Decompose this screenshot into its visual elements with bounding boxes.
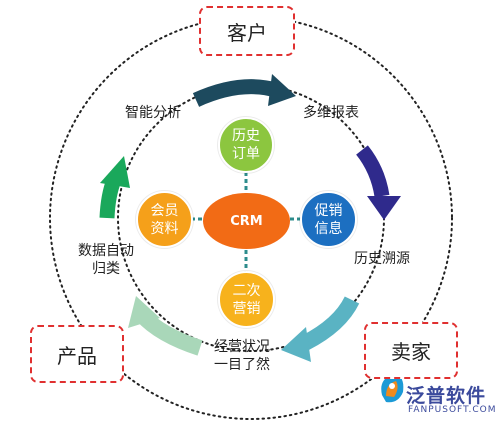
- fanpu-logo-icon: [381, 374, 404, 403]
- arrow-bottom: [301, 296, 360, 351]
- multi-report-label: 多维报表: [303, 105, 359, 121]
- smart-analysis-label: 智能分析: [125, 105, 181, 121]
- arrow-bottom-head: [281, 327, 311, 362]
- promotion-info-label: 促销 信息: [314, 202, 343, 237]
- customer-box: 客户: [199, 6, 295, 56]
- seller-label: 卖家: [391, 340, 431, 364]
- arrow-left-upper-head: [100, 156, 130, 188]
- business-status-label: 经营状况 一目了然: [214, 339, 270, 373]
- member-data-label: 会员 资料: [150, 202, 179, 237]
- logo-url: FANPUSOFT.COM: [408, 405, 497, 415]
- logo-name: 泛普软件: [406, 385, 487, 407]
- logo: 泛普软件: [406, 381, 486, 408]
- secondary-marketing-label: 二次 营销: [232, 282, 261, 317]
- arrow-top-head: [268, 74, 296, 106]
- arrow-right-head: [367, 196, 401, 220]
- customer-label: 客户: [227, 20, 267, 45]
- crm-label: CRM: [230, 213, 263, 229]
- product-label: 产品: [57, 343, 97, 368]
- history-trace-label: 历史溯源: [354, 251, 410, 267]
- arrow-left-lower-head: [128, 296, 160, 328]
- history-order-label: 历史 订单: [232, 128, 260, 162]
- promotion-info-node: 促销 信息: [300, 191, 357, 248]
- history-order-node: 历史 订单: [218, 117, 274, 173]
- product-box: 产品: [30, 325, 124, 383]
- secondary-marketing-node: 二次 营销: [218, 271, 275, 328]
- arrow-left-upper: [99, 177, 122, 219]
- arrow-top: [192, 79, 279, 107]
- crm-center: CRM: [203, 193, 290, 249]
- auto-classify-label: 数据自动 归类: [78, 243, 134, 277]
- seller-box: 卖家: [364, 322, 458, 379]
- arrow-right: [356, 145, 390, 198]
- member-data-node: 会员 资料: [136, 191, 193, 248]
